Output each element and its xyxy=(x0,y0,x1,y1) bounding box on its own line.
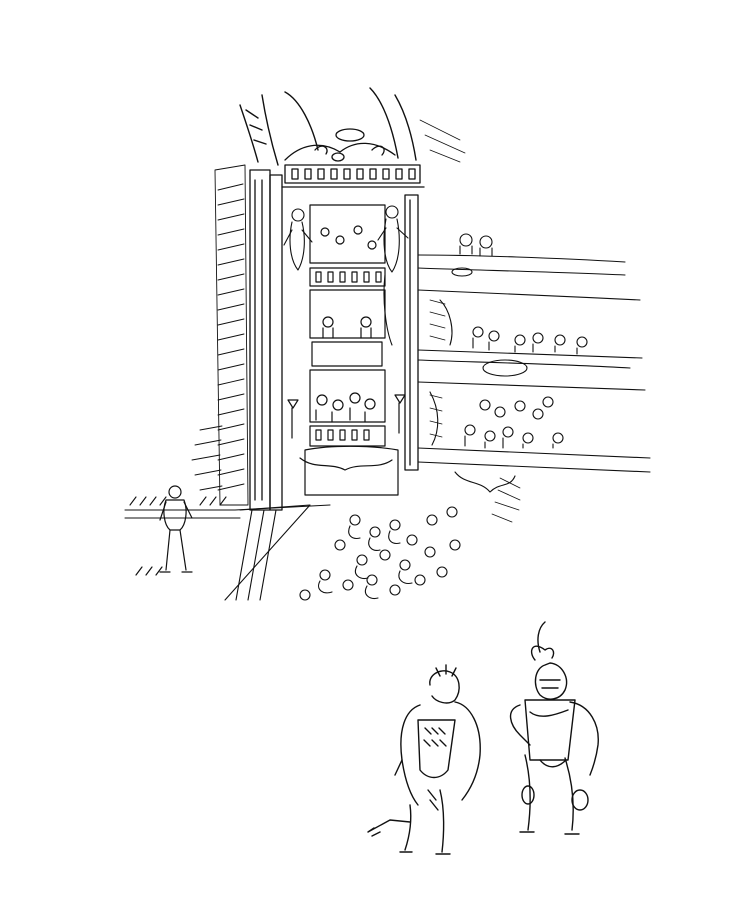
gallery-hatching xyxy=(419,119,521,523)
actor-right xyxy=(509,621,599,835)
audience-galleries xyxy=(417,233,651,493)
two-actors-scene xyxy=(367,621,599,855)
stage-actor-small xyxy=(135,485,193,576)
niche-statues xyxy=(283,205,409,346)
stage-boxes xyxy=(287,204,406,496)
pit-crowd xyxy=(299,506,461,601)
theatre-scene xyxy=(124,87,651,601)
ornate-cornice xyxy=(281,128,425,188)
actor-left xyxy=(367,664,481,855)
stage-floor xyxy=(124,496,331,601)
left-shadow-wall xyxy=(191,164,249,506)
gothic-arch xyxy=(239,87,417,166)
proscenium-pillars xyxy=(249,169,419,511)
